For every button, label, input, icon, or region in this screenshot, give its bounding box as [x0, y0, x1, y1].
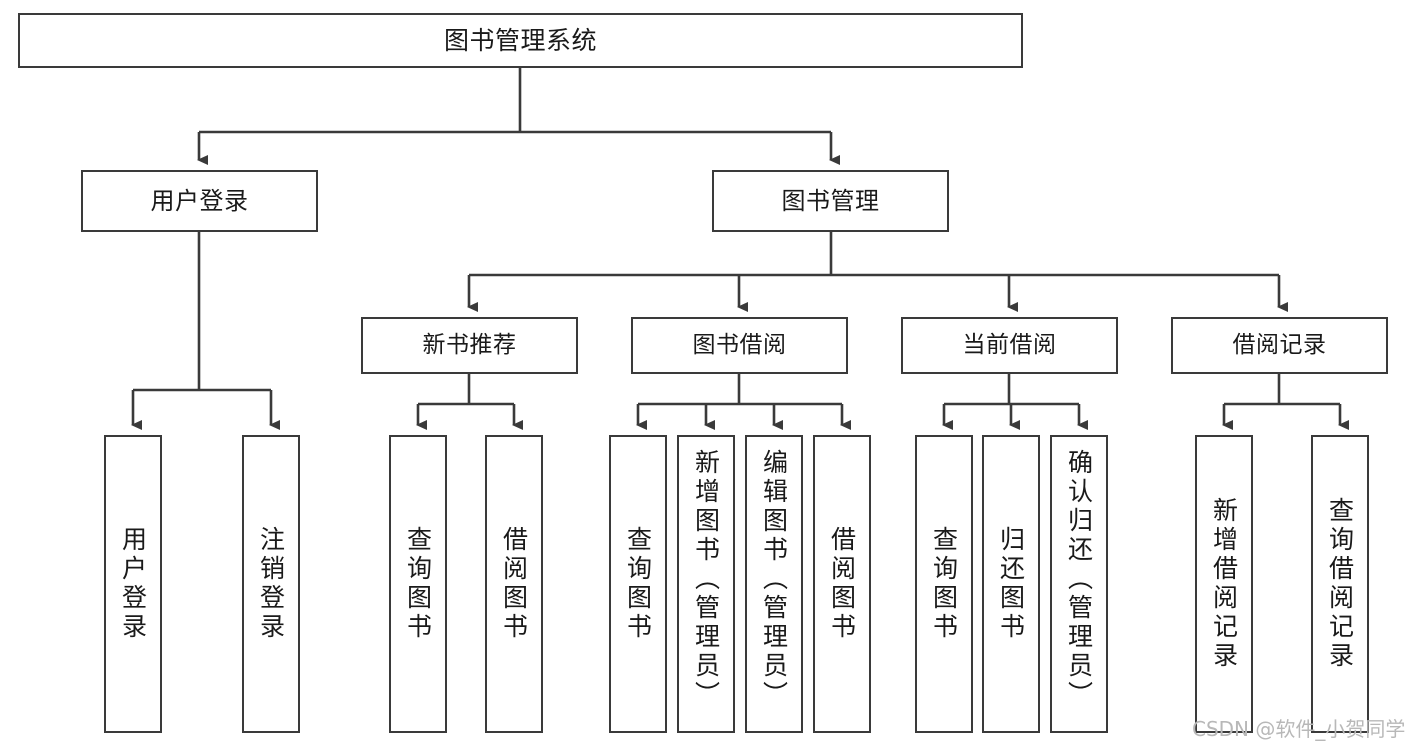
node-label: 编辑图书（管理员） — [759, 449, 789, 710]
node-borrow-record[interactable]: 借阅记录 — [1171, 317, 1388, 374]
node-root-system[interactable]: 图书管理系统 — [18, 13, 1023, 68]
node-label: 用户登录 — [118, 526, 148, 642]
leaf-query-book-new[interactable]: 查询图书 — [389, 435, 447, 733]
leaf-borrow-book-new[interactable]: 借阅图书 — [485, 435, 543, 733]
leaf-query-book-borrow[interactable]: 查询图书 — [609, 435, 667, 733]
node-label: 注销登录 — [256, 526, 286, 642]
leaf-add-book-admin[interactable]: 新增图书（管理员） — [677, 435, 735, 733]
node-user-login[interactable]: 用户登录 — [81, 170, 318, 232]
leaf-user-login[interactable]: 用户登录 — [104, 435, 162, 733]
node-label: 归还图书 — [996, 526, 1026, 642]
node-book-borrow[interactable]: 图书借阅 — [631, 317, 848, 374]
leaf-edit-book-admin[interactable]: 编辑图书（管理员） — [745, 435, 803, 733]
leaf-query-borrow-record[interactable]: 查询借阅记录 — [1311, 435, 1369, 733]
node-label: 新增借阅记录 — [1209, 497, 1239, 671]
node-label: 新书推荐 — [422, 331, 517, 358]
node-label: 查询图书 — [403, 526, 433, 642]
csdn-watermark: CSDN @软件_小贺同学 — [1192, 717, 1405, 741]
node-label: 用户登录 — [150, 186, 249, 215]
leaf-add-borrow-record[interactable]: 新增借阅记录 — [1195, 435, 1253, 733]
node-label: 借阅图书 — [827, 526, 857, 642]
leaf-return-book[interactable]: 归还图书 — [982, 435, 1040, 733]
leaf-query-book-current[interactable]: 查询图书 — [915, 435, 973, 733]
node-label: 查询图书 — [929, 526, 959, 642]
node-label: 查询图书 — [623, 526, 653, 642]
node-label: 图书借阅 — [692, 331, 787, 358]
node-label: 查询借阅记录 — [1325, 497, 1355, 671]
leaf-user-logout[interactable]: 注销登录 — [242, 435, 300, 733]
node-label: 借阅记录 — [1232, 331, 1327, 358]
leaf-confirm-return-admin[interactable]: 确认归还（管理员） — [1050, 435, 1108, 733]
node-label: 新增图书（管理员） — [691, 449, 721, 710]
node-label: 确认归还（管理员） — [1064, 449, 1094, 710]
node-current-borrow[interactable]: 当前借阅 — [901, 317, 1118, 374]
node-label: 图书管理系统 — [443, 25, 597, 55]
node-book-management[interactable]: 图书管理 — [712, 170, 949, 232]
node-label: 借阅图书 — [499, 526, 529, 642]
node-new-book-recommend[interactable]: 新书推荐 — [361, 317, 578, 374]
leaf-borrow-book[interactable]: 借阅图书 — [813, 435, 871, 733]
node-label: 图书管理 — [781, 186, 880, 215]
node-label: 当前借阅 — [962, 331, 1057, 358]
